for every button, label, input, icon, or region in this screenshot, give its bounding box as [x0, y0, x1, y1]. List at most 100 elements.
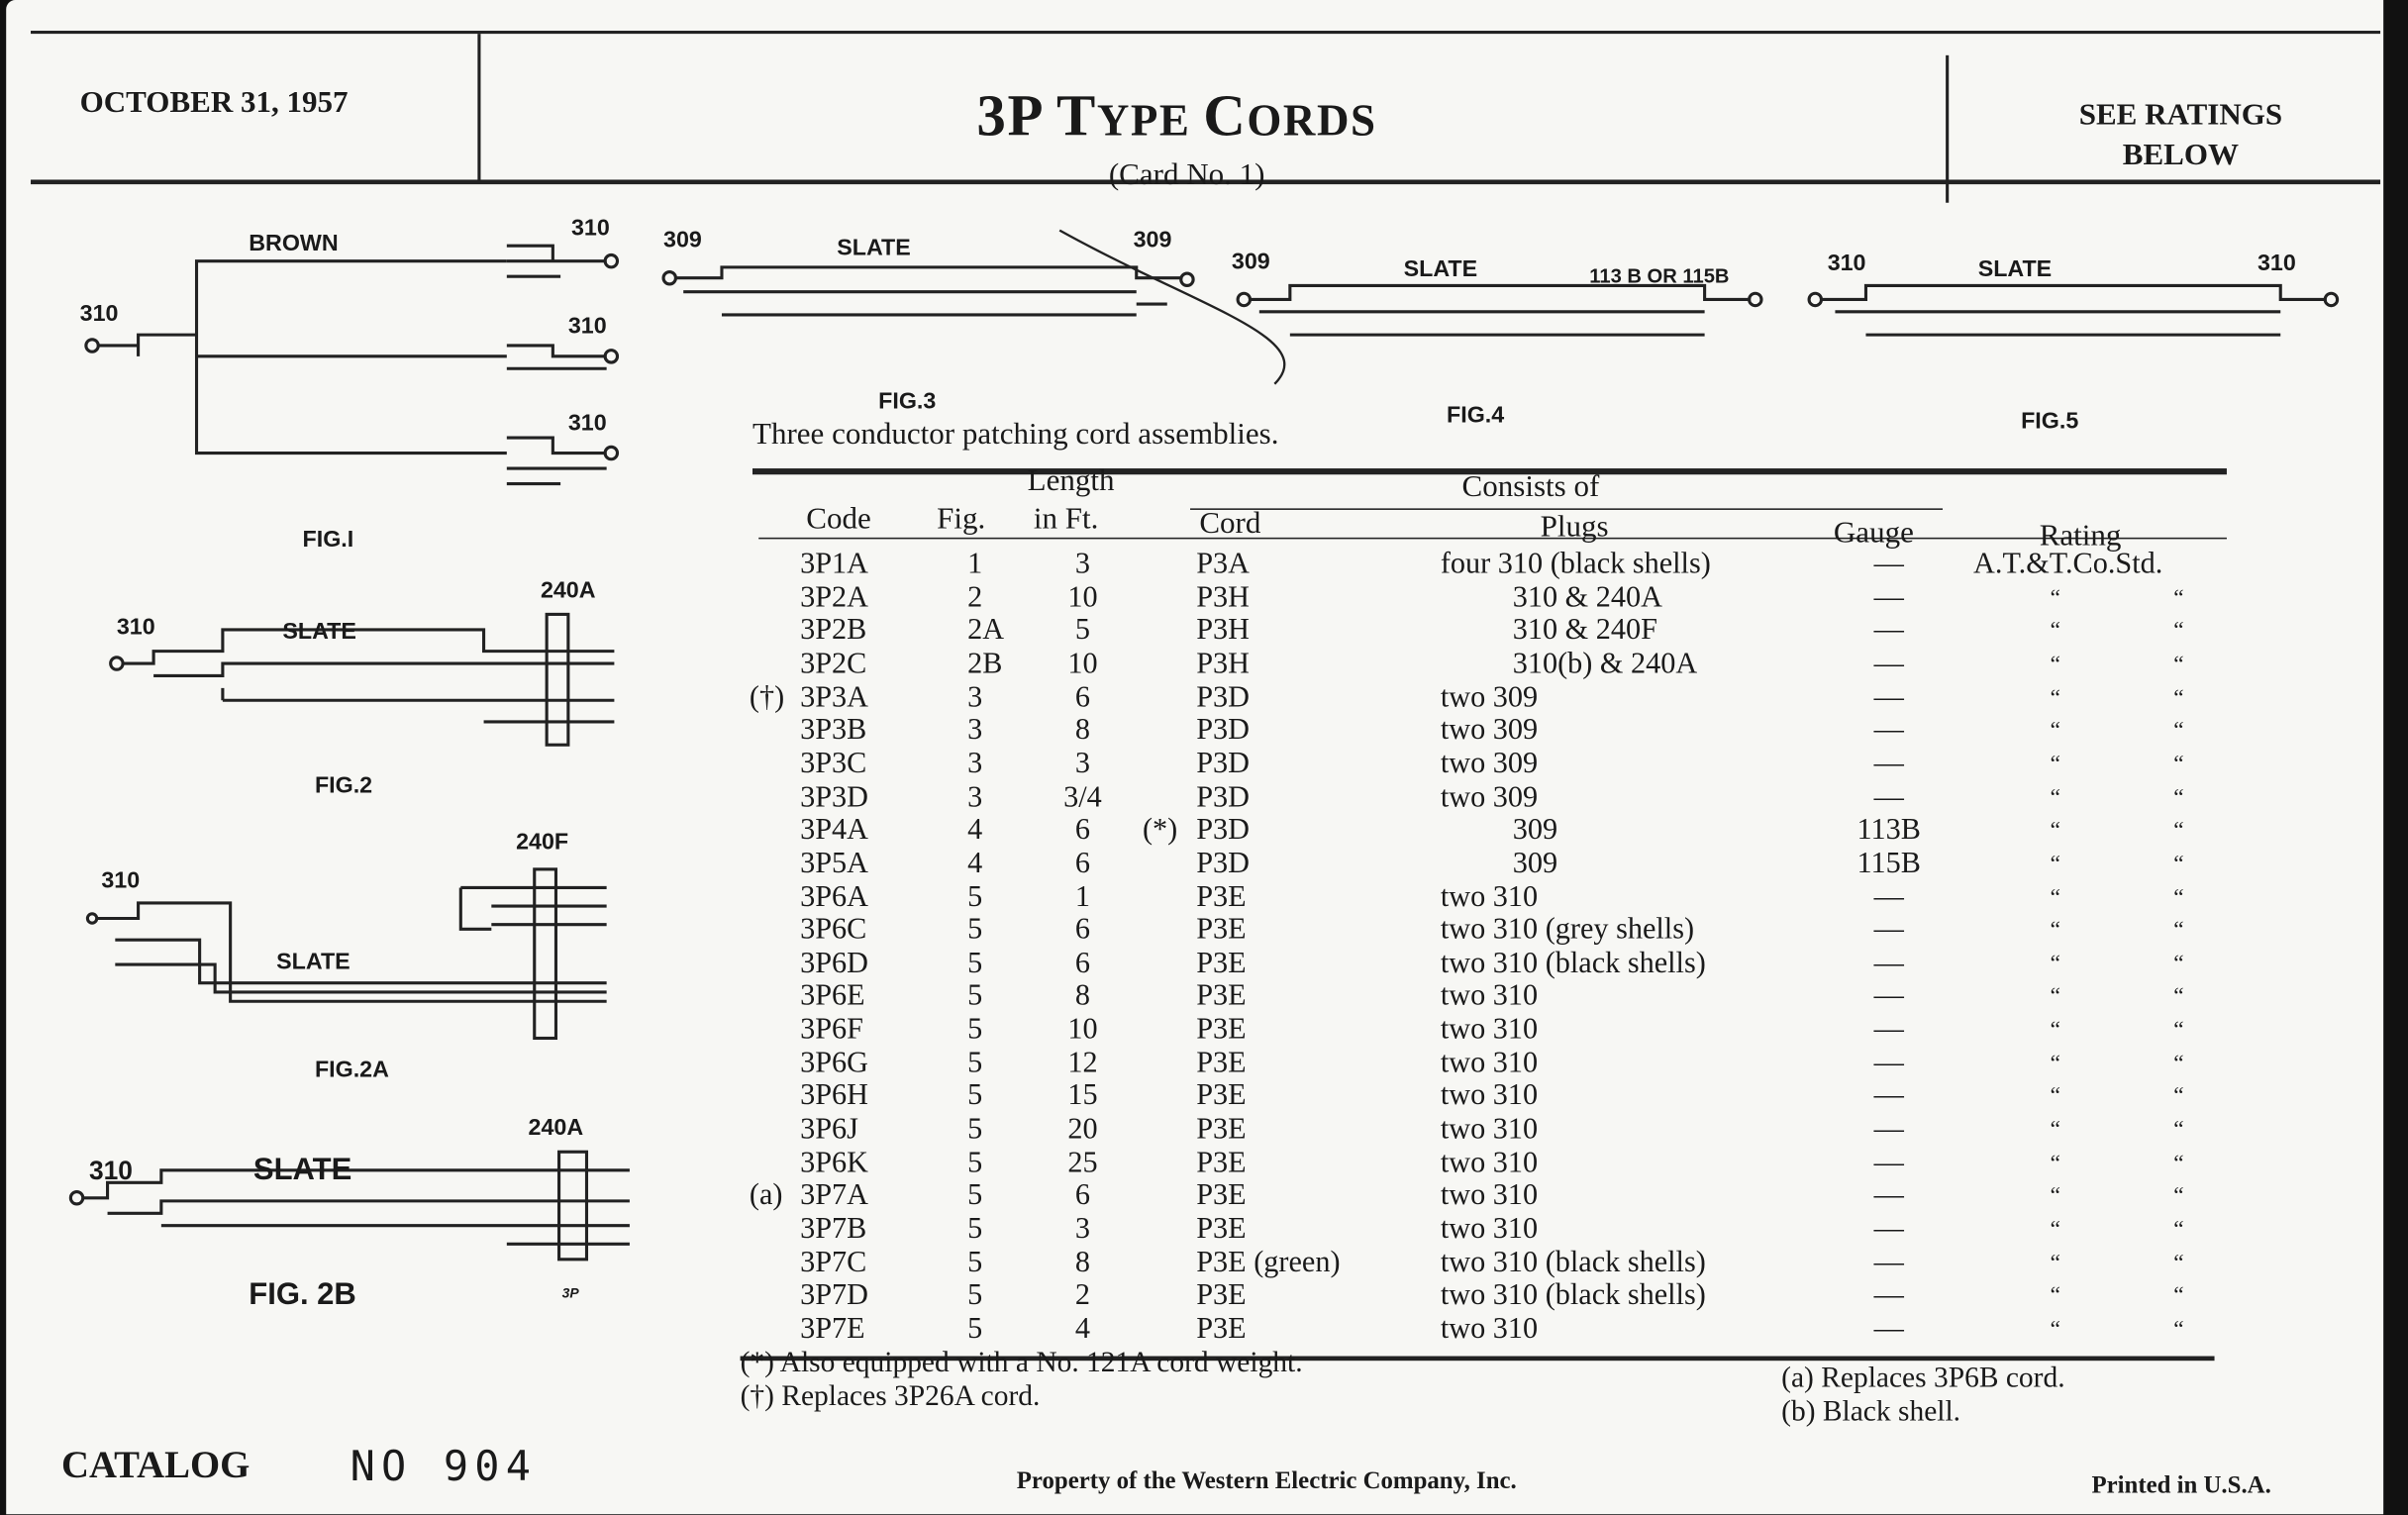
plugs-cell: four 310 (black shells)	[1440, 548, 1711, 581]
col-header-cord: Cord	[1199, 506, 1261, 541]
code-cell: 3P6K	[800, 1147, 868, 1179]
plugs-cell: two 310	[1440, 980, 1539, 1013]
rating-cell: “ “	[2050, 1184, 2184, 1210]
gauge-cell: —	[1873, 581, 1904, 614]
rating-cell: “ “	[2050, 585, 2184, 611]
plugs-cell: two 310	[1440, 1313, 1539, 1346]
footnote-star: (*) Also equipped with a No. 121A cord w…	[740, 1347, 1303, 1379]
fig-cell: 5	[967, 1047, 983, 1079]
length-cell: 3	[1074, 548, 1091, 581]
cord-cell: P3E	[1196, 1147, 1247, 1179]
fig5-caption: FIG.5	[2021, 408, 2078, 434]
plugs-cell: 309	[1512, 847, 1558, 880]
fig2-plug-right: 240A	[541, 576, 596, 602]
table-caption: Three conductor patching cord assemblies…	[752, 417, 1279, 452]
plugs-cell: two 310	[1440, 1079, 1539, 1113]
length-cell: 6	[1074, 847, 1091, 880]
gauge-cell: 113B	[1856, 814, 1921, 847]
rating-cell: “ “	[2050, 1084, 2184, 1110]
plugs-cell: 310 & 240A	[1512, 581, 1662, 614]
plugs-cell: 309	[1512, 814, 1558, 847]
length-cell: 6	[1074, 947, 1091, 980]
gauge-cell: —	[1873, 1279, 1904, 1313]
code-cell: 3P5A	[800, 847, 868, 880]
rating-cell: “ “	[2050, 952, 2184, 977]
length-cell: 2	[1074, 1279, 1091, 1313]
length-cell: 5	[1074, 614, 1091, 648]
cord-cell: P3D	[1196, 748, 1251, 780]
gauge-cell: —	[1873, 1079, 1904, 1113]
fig5-color-label: SLATE	[1978, 255, 2052, 281]
gauge-cell: 115B	[1856, 847, 1921, 880]
cord-cell: P3D	[1196, 681, 1251, 714]
code-cell: 3P6J	[800, 1113, 858, 1147]
gauge-cell: —	[1873, 714, 1904, 748]
catalog-card	[6, 0, 2384, 1515]
fig-cell: 3	[967, 714, 983, 748]
fig-cell: 5	[967, 1313, 983, 1346]
rating-cell: A.T.&T.Co.Std.	[1973, 548, 2163, 581]
fig2b-plug-right: 240A	[529, 1114, 584, 1140]
code-cell: 3P2C	[800, 648, 867, 680]
rating-cell: “ “	[2050, 685, 2184, 711]
header-divider-right	[1946, 54, 1950, 203]
title-part: C	[1203, 84, 1248, 150]
table-top-rule	[752, 468, 2227, 475]
cord-cell: P3H	[1196, 581, 1251, 614]
ratings-note-line: BELOW	[2122, 138, 2240, 172]
fig1-caption: FIG.I	[303, 526, 354, 552]
gauge-cell: —	[1873, 1047, 1904, 1079]
cord-cell: P3E	[1196, 1013, 1247, 1047]
fig-cell: 5	[967, 914, 983, 947]
gauge-cell: —	[1873, 548, 1904, 581]
gauge-cell: —	[1873, 1179, 1904, 1213]
rating-cell: “ “	[2050, 885, 2184, 910]
length-cell: 3	[1074, 1213, 1091, 1246]
fig2b-caption: FIG. 2B	[249, 1276, 356, 1311]
gauge-cell: —	[1873, 1147, 1904, 1179]
footnote-dagger: (†) Replaces 3P26A cord.	[740, 1380, 1041, 1413]
plugs-cell: two 309	[1440, 681, 1539, 714]
title-part: YPE	[1096, 96, 1204, 147]
card-date: OCTOBER 31, 1957	[79, 85, 349, 120]
fig5-diagram	[1807, 283, 2340, 337]
gauge-cell: —	[1873, 1113, 1904, 1147]
fig-cell: 4	[967, 847, 983, 880]
rating-cell: “ “	[2050, 852, 2184, 877]
col-header-plugs: Plugs	[1540, 509, 1609, 545]
length-cell: 20	[1067, 1113, 1098, 1147]
rating-cell: “ “	[2050, 1317, 2184, 1343]
catalog-label: CATALOG	[61, 1445, 251, 1487]
card-number: (Card No. 1)	[1108, 157, 1265, 192]
fig2a-caption: FIG.2A	[315, 1056, 389, 1081]
col-header-rating: Rating	[2039, 519, 2122, 554]
length-cell: 12	[1067, 1047, 1098, 1079]
fig-cell: 5	[967, 1113, 983, 1147]
cord-cell: P3D	[1196, 814, 1251, 847]
fig2b-plug-left: 310	[89, 1156, 133, 1185]
fig4-plug-right: 113 B OR 115B	[1589, 265, 1729, 287]
cord-cell: P3E	[1196, 1213, 1247, 1246]
rating-cell: “ “	[2050, 1151, 2184, 1176]
rating-cell: “ “	[2050, 785, 2184, 811]
cord-cell: P3H	[1196, 614, 1251, 648]
property-notice: Property of the Western Electric Company…	[1016, 1467, 1517, 1495]
cord-cell: P3E	[1196, 1313, 1247, 1346]
fig-cell: 2B	[967, 648, 1003, 680]
code-cell: 3P6C	[800, 914, 867, 947]
length-cell: 8	[1074, 714, 1091, 748]
gauge-cell: —	[1873, 980, 1904, 1013]
length-cell: 3/4	[1063, 780, 1102, 814]
plugs-cell: two 310	[1440, 1213, 1539, 1246]
fig5-plug-right: 310	[2258, 250, 2296, 275]
fig-cell: 5	[967, 1179, 983, 1213]
cord-cell: P3H	[1196, 648, 1251, 680]
fig-cell: 5	[967, 1013, 983, 1047]
fig-cell: 5	[967, 1079, 983, 1113]
fig2-plug-left: 310	[117, 614, 155, 640]
rating-cell: “ “	[2050, 984, 2184, 1010]
row-mark: (†)	[749, 681, 785, 714]
gauge-cell: —	[1873, 614, 1904, 648]
code-cell: 3P1A	[800, 548, 868, 581]
